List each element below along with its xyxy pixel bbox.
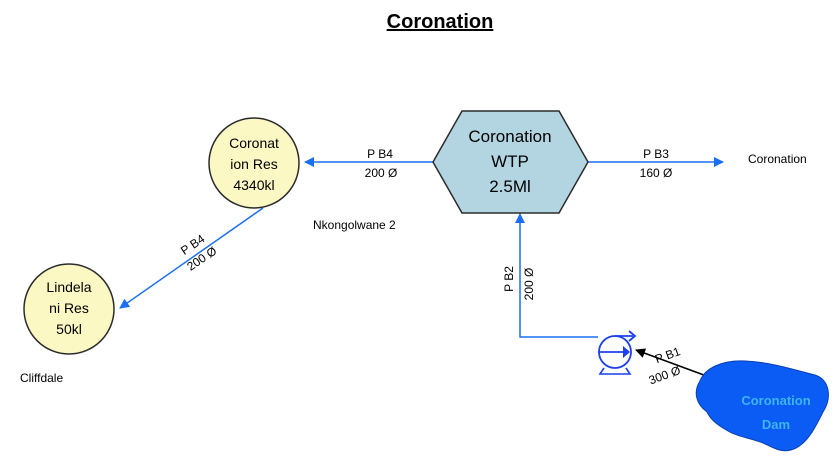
lindelani-reservoir-circle — [23, 263, 115, 355]
pb3-diameter: 160 Ø — [640, 166, 673, 180]
lindelani-reservoir-label-line2: ni Res — [49, 300, 89, 316]
lindelani-reservoir-node: Lindela ni Res 50kl — [23, 263, 115, 355]
place-nkongolwane: Nkongolwane 2 — [313, 218, 396, 232]
wtp-label-line2: WTP — [491, 152, 529, 171]
place-coronation: Coronation — [748, 152, 807, 166]
coronation-reservoir-circle — [208, 117, 300, 209]
pb2-name: P B2 — [502, 266, 516, 292]
pipe-pb4-diagonal — [119, 207, 264, 309]
coronation-reservoir-node: Coronat ion Res 4340kl — [208, 117, 300, 209]
wtp-node: Coronation WTP 2.5Ml — [432, 110, 589, 214]
coronation-reservoir-label-line3: 4340kl — [233, 177, 274, 193]
dam-label-line2: Dam — [762, 417, 790, 432]
wtp-hexagon — [432, 110, 589, 214]
pipe-pb2 — [515, 213, 598, 338]
lindelani-reservoir-label-line3: 50kl — [56, 321, 82, 337]
wtp-label-line1: Coronation — [468, 127, 551, 146]
wtp-label-line3: 2.5Ml — [489, 177, 531, 196]
coronation-reservoir-label-line2: ion Res — [230, 156, 277, 172]
pb4-top-name: P B4 — [367, 147, 393, 161]
coronation-dam-node: Coronation Dam — [695, 360, 829, 452]
pipes — [119, 157, 724, 379]
pb2-diameter: 200 Ø — [522, 268, 536, 301]
page-title: Coronation — [387, 11, 494, 33]
pump-icon — [598, 330, 637, 375]
dam-shape — [695, 360, 829, 452]
pb1-name: P B1 — [653, 344, 682, 366]
place-labels: Coronation Nkongolwane 2 Cliffdale — [20, 152, 807, 385]
lindelani-reservoir-label-line1: Lindela — [46, 279, 91, 295]
pb3-name: P B3 — [643, 147, 669, 161]
pipe-pb1 — [635, 348, 713, 379]
place-cliffdale: Cliffdale — [20, 371, 63, 385]
coronation-reservoir-label-line1: Coronat — [229, 135, 279, 151]
pb4-top-diameter: 200 Ø — [365, 166, 398, 180]
dam-label-line1: Coronation — [741, 393, 810, 408]
pb1-diameter: 300 Ø — [647, 363, 683, 387]
